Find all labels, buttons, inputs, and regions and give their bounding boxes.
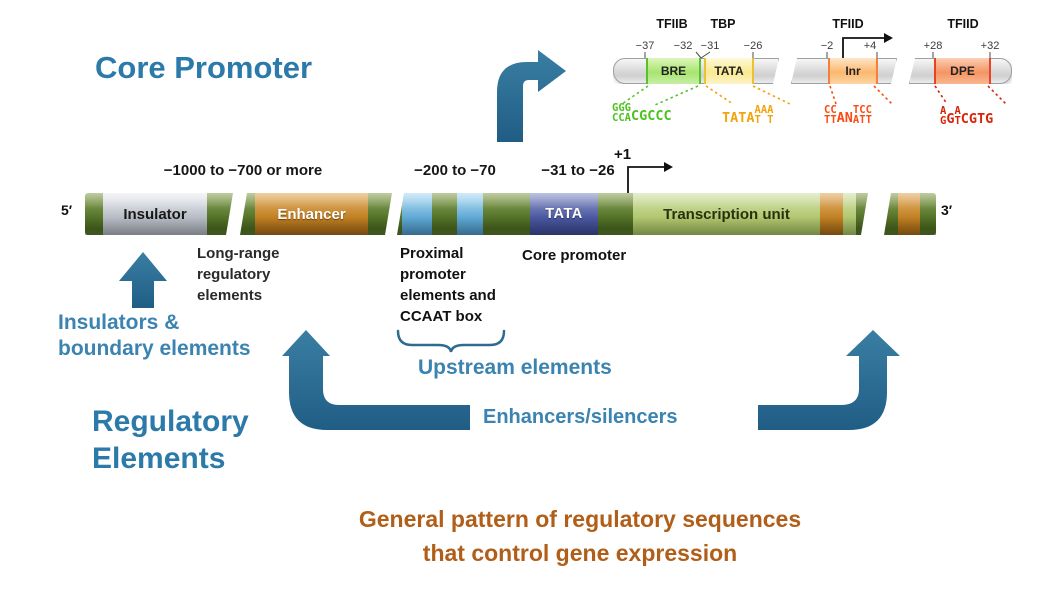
- dna-cylinder-segment-3: DPE: [909, 58, 1012, 84]
- three-prime-label: 3′: [941, 202, 953, 218]
- range-label-proximal: −200 to −70: [414, 162, 496, 179]
- position-minus2: −2: [820, 40, 834, 52]
- protein-label-tfiib: TFIIB: [656, 17, 688, 31]
- dpe-element: DPE: [934, 58, 991, 84]
- proximal-elements-label: Proximal promoter elements and CCAAT box: [400, 245, 496, 325]
- transcription-unit-tail: [843, 193, 856, 235]
- enhancer-right-bent-arrow-icon: [758, 330, 900, 430]
- dna-bar-chunk-enhancer: Enhancer: [240, 193, 392, 235]
- core-detail-lines: [621, 33, 1007, 106]
- position-minus32: −32: [673, 40, 693, 52]
- figure-caption: General pattern of regulatory sequences …: [160, 502, 1000, 570]
- position-plus4: +4: [863, 40, 877, 52]
- transcription-start-arrow-icon: [842, 37, 884, 58]
- proximal-element-stripe-1: [402, 193, 432, 235]
- dna-bar-chunk-promoter: TATA Transcription unit: [397, 193, 868, 235]
- enhancers-silencers-label: Enhancers/silencers: [483, 406, 678, 428]
- core-promoter-label: Core promoter: [522, 247, 627, 264]
- enhancer-left-bent-arrow-icon: [282, 330, 470, 430]
- caption-line1: General pattern of regulatory sequences: [358, 506, 802, 532]
- regulatory-title-line2: Elements: [92, 442, 226, 475]
- protein-label-tfiid2: TFIID: [947, 17, 979, 31]
- transcription-unit-segment: Transcription unit: [633, 193, 820, 235]
- dna-bar-chunk-insulator: Insulator: [85, 193, 233, 235]
- regulatory-elements-title: Regulatory Elements: [92, 403, 249, 477]
- regulatory-title-line1: Regulatory: [92, 405, 249, 438]
- position-minus31: −31: [700, 40, 720, 52]
- inr-element: Inr: [828, 58, 878, 84]
- downstream-orange-stripe: [820, 193, 843, 235]
- five-prime-label: 5′: [61, 202, 73, 218]
- caption-line2: that control gene expression: [422, 540, 738, 566]
- upstream-elements-label: Upstream elements: [418, 356, 612, 379]
- dna-cylinder-segment-1: BRE TATA: [613, 58, 779, 84]
- insulator-segment: Insulator: [103, 193, 207, 235]
- core-promoter-detail: TFIIB TBP TFIID TFIID −37 −32 −31 −26 −2…: [600, 12, 1057, 162]
- plus-one-arrow-icon: [627, 162, 673, 193]
- insulators-boundary-label: Insulators & boundary elements: [58, 311, 251, 360]
- long-range-label: Long-range regulatory elements: [197, 245, 280, 304]
- plus-one-label: +1: [614, 146, 632, 163]
- protein-label-tfiid1: TFIID: [832, 17, 864, 31]
- position-minus37: −37: [635, 40, 655, 52]
- position-plus28: +28: [923, 40, 943, 52]
- bent-arrow-up-right-icon: [497, 50, 566, 142]
- position-minus26: −26: [743, 40, 763, 52]
- dna-cylinder-segment-2: Inr: [791, 58, 897, 84]
- core-promoter-title: Core Promoter: [95, 50, 313, 85]
- enhancer-segment: Enhancer: [255, 193, 368, 235]
- end-orange-stripe: [898, 193, 920, 235]
- tata-element: TATA: [704, 58, 754, 84]
- proximal-element-stripe-2: [457, 193, 483, 235]
- protein-label-tbp: TBP: [710, 17, 736, 31]
- dna-bar-chunk-end: [884, 193, 936, 235]
- position-plus32: +32: [980, 40, 1000, 52]
- insulator-up-arrow-icon: [119, 252, 167, 308]
- range-label-enhancer: −1000 to −700 or more: [163, 162, 323, 179]
- range-label-tata: −31 to −26: [541, 162, 615, 179]
- bre-element: BRE: [646, 58, 701, 84]
- tata-segment: TATA: [530, 193, 598, 235]
- upstream-brace-icon: [396, 329, 506, 353]
